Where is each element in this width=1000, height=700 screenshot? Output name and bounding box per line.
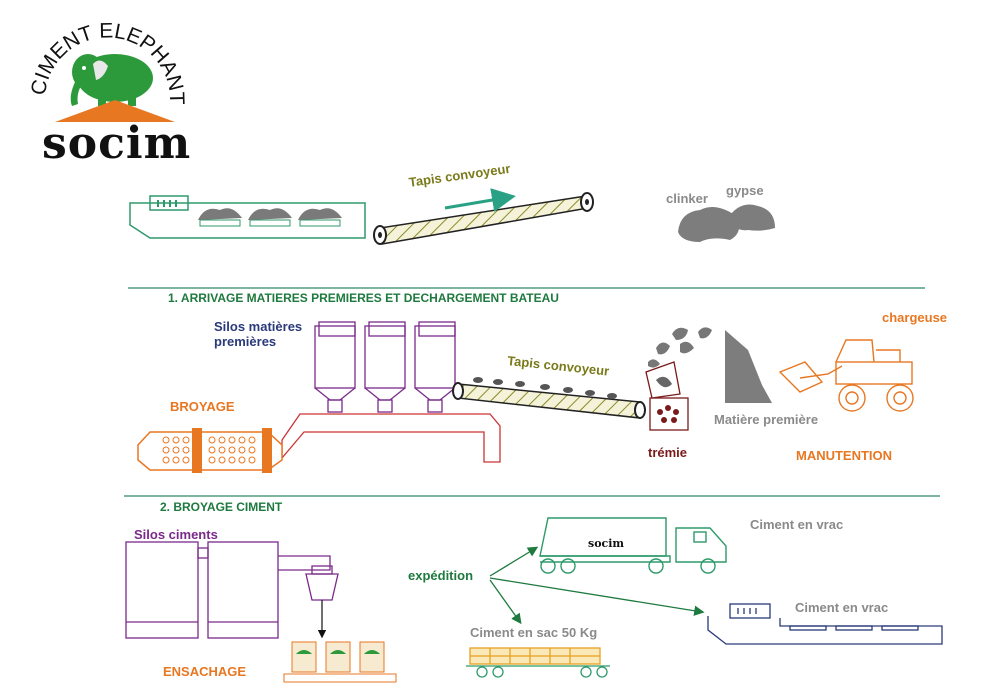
logo: CIMENT ELEPHANT bbox=[27, 19, 188, 122]
wheel-loader-icon bbox=[778, 339, 914, 412]
hopper bbox=[645, 361, 689, 431]
clinker-gypse-pile bbox=[678, 204, 775, 242]
bulk-ship bbox=[707, 603, 943, 645]
vrac-ship-label: Ciment en vrac bbox=[795, 600, 889, 615]
gypse-label: gypse bbox=[726, 183, 764, 198]
conveyor-belt-2 bbox=[452, 377, 646, 419]
raw-material-pile bbox=[725, 330, 772, 403]
logo-wordmark: socim bbox=[42, 118, 192, 169]
unloading-ship bbox=[129, 195, 366, 239]
flow-arrow bbox=[444, 188, 516, 212]
broyage-label: BROYAGE bbox=[170, 399, 235, 414]
cement-bags bbox=[283, 641, 397, 683]
tremie-label: trémie bbox=[648, 445, 688, 460]
matiere-premiere-label: Matière première bbox=[714, 412, 819, 427]
logo-roof bbox=[55, 100, 175, 122]
raw-silos-label: Silos matières premières bbox=[214, 319, 303, 349]
manutention-label: MANUTENTION bbox=[796, 448, 893, 463]
feed-pipe bbox=[281, 413, 501, 463]
sac-label: Ciment en sac 50 Kg bbox=[470, 625, 598, 640]
section2-title: 2. BROYAGE CIMENT bbox=[160, 500, 283, 514]
ensachage-label: ENSACHAGE bbox=[163, 664, 247, 679]
bag-truck-icon bbox=[466, 647, 610, 678]
vrac-truck-label: Ciment en vrac bbox=[750, 517, 844, 532]
elephant-icon bbox=[70, 54, 153, 106]
section1-title: 1. ARRIVAGE MATIERES PREMIERES ET DECHAR… bbox=[168, 291, 559, 305]
raw-material-chunks bbox=[648, 327, 712, 368]
expedition-arrows bbox=[489, 546, 705, 625]
chargeuse-label: chargeuse bbox=[882, 310, 948, 325]
raw-material-silos bbox=[314, 321, 456, 413]
tanker-truck-icon bbox=[539, 517, 727, 574]
cement-silos bbox=[125, 541, 339, 639]
ball-mill bbox=[137, 428, 283, 473]
conveyor-belt-1 bbox=[373, 192, 594, 245]
clinker-label: clinker bbox=[666, 191, 708, 206]
truck-brand-label: socim bbox=[588, 537, 625, 550]
cement-silos-label: Silos ciments bbox=[134, 527, 218, 542]
expedition-label: expédition bbox=[408, 568, 474, 583]
